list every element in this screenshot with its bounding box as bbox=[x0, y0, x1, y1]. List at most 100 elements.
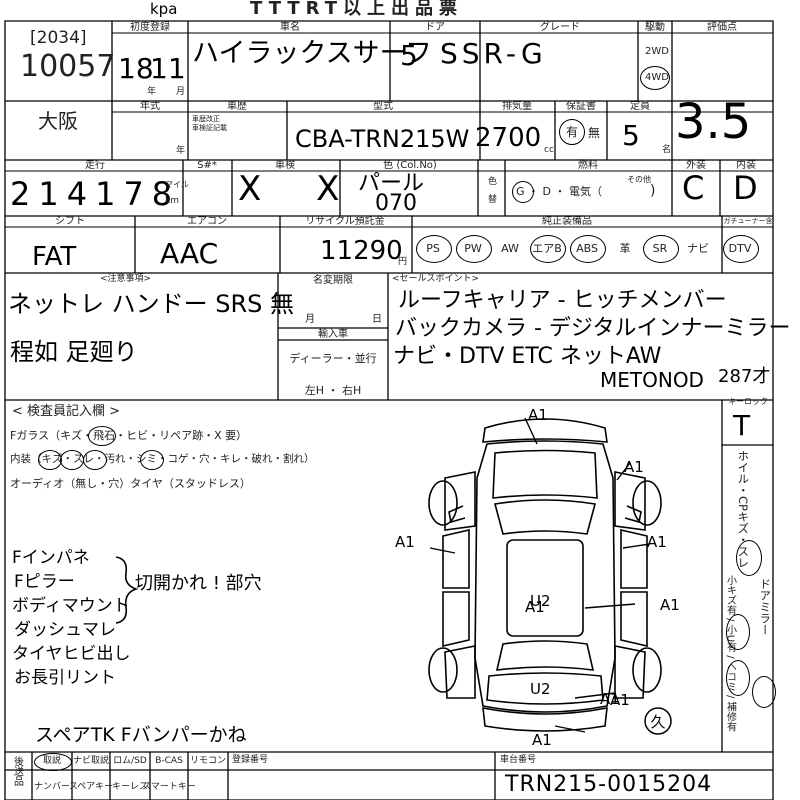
fuel-other: その他 bbox=[627, 175, 651, 184]
side-damage-text: ホイル・CPキズ・スレ bbox=[736, 450, 751, 569]
u-mark-circle bbox=[726, 660, 750, 696]
fuel-close-paren: ) bbox=[650, 183, 656, 199]
sales-line-4: METONOD bbox=[600, 368, 704, 392]
sheet-title: TTTRT以上出品票 bbox=[250, 0, 463, 19]
accessory-item: スペアキー bbox=[68, 782, 114, 792]
accessory-item: B-CAS bbox=[155, 756, 183, 766]
inspection-date: X X bbox=[238, 169, 362, 209]
label-s-mark: S#* bbox=[197, 160, 217, 171]
manual-circle bbox=[34, 753, 72, 771]
label-mileage: 走行 bbox=[85, 160, 105, 171]
fuel-options: G ・ D ・ 電気（ bbox=[516, 185, 602, 198]
wear-circle bbox=[736, 540, 762, 576]
equipment-circle bbox=[530, 235, 566, 263]
label-capacity: 定員 bbox=[630, 101, 650, 112]
mileage: 214178 bbox=[10, 175, 181, 213]
damage-mark: A1 bbox=[525, 598, 545, 616]
key-status: T bbox=[733, 409, 751, 442]
dent-legend: 小キズ有 / 小U有 / ヘコミ / 補修有 bbox=[724, 575, 736, 732]
inspector-note-line: タイヤヒビ出し bbox=[12, 644, 131, 664]
label-key: キーロック bbox=[728, 397, 768, 406]
damage-mark: U2 bbox=[530, 592, 551, 610]
accessory-item: キーレス bbox=[111, 782, 149, 792]
corner-note: kpa bbox=[150, 0, 178, 18]
currency-unit: 円 bbox=[398, 257, 408, 267]
damage-mark: U2 bbox=[530, 680, 551, 698]
int-wear-circle bbox=[60, 450, 84, 470]
inspector-note-line: お長引リント bbox=[14, 668, 116, 688]
caution-line-1: ネットレ ハンドー SRS 無 bbox=[8, 290, 295, 318]
accessory-item: スマートキー bbox=[142, 782, 196, 792]
color-code: 070 bbox=[375, 191, 417, 216]
air-con: AAC bbox=[160, 237, 219, 270]
damage-mark: A1 bbox=[532, 731, 552, 749]
handle-side: 左H ・ 右H bbox=[304, 384, 362, 397]
equipment-item: 革 bbox=[619, 242, 631, 255]
damage-mark: A1 bbox=[600, 690, 620, 708]
warranty-yes-circle bbox=[559, 119, 585, 145]
car-name: ハイラックスサーフ bbox=[192, 38, 433, 69]
car-diagram bbox=[425, 408, 665, 748]
label-chassis-no: 車台番号 bbox=[500, 755, 537, 765]
glass-condition: Fガラス（キズ・飛石・ヒビ・リペア跡・X 要） bbox=[10, 429, 248, 442]
accessory-item: ロム/SD bbox=[113, 756, 147, 766]
label-recycle: リサイクル預託金 bbox=[305, 216, 385, 227]
label-color: 色 (Col.No) bbox=[383, 160, 437, 171]
inspector-stamp: 久 bbox=[642, 705, 674, 737]
mileage-unit-km: km bbox=[165, 196, 179, 206]
equipment-circle bbox=[570, 235, 606, 263]
dealer-parallel: ディーラー・並行 bbox=[289, 352, 377, 365]
label-chassis-sub: 車歴改正 車検証記載 bbox=[192, 115, 227, 133]
label-warranty: 保証書 bbox=[566, 101, 596, 112]
door-mirror-text: ドアミラー bbox=[758, 578, 773, 636]
chassis-number: TRN215-0015204 bbox=[505, 772, 713, 797]
lot-number: 10057 bbox=[20, 49, 116, 84]
label-storage: 後送品 bbox=[11, 756, 23, 786]
sales-line-3: ナビ・DTV ETC ネットAW bbox=[393, 344, 662, 369]
first-reg-month: 11 bbox=[150, 52, 186, 85]
cc-unit: cc bbox=[544, 145, 554, 155]
label-register-no: 登録番号 bbox=[232, 755, 269, 765]
damage-mark: A1 bbox=[395, 533, 415, 551]
color-name: パール bbox=[358, 171, 425, 196]
equipment-circle bbox=[723, 235, 759, 263]
color-change-top: 色 bbox=[488, 177, 498, 187]
label-ac: エアコン bbox=[187, 216, 227, 227]
damage-mark: A1 bbox=[528, 406, 548, 424]
svg-text:久: 久 bbox=[650, 713, 665, 731]
label-year-row2: 年 bbox=[176, 146, 186, 156]
grade: SSR-G bbox=[440, 37, 547, 70]
fuel-g-circle bbox=[512, 181, 534, 203]
label-tuner: ガチューナー含 bbox=[723, 217, 773, 225]
int-scratch-circle bbox=[38, 450, 62, 470]
label-shift: シフト bbox=[55, 216, 85, 227]
label-model: 型式 bbox=[373, 101, 393, 112]
scratch-circle bbox=[726, 614, 750, 650]
label-exterior: 外装 bbox=[686, 160, 706, 171]
damage-mark: A1 bbox=[660, 596, 680, 614]
label-drive: 駆動 bbox=[645, 22, 665, 33]
first-reg-year: 18 bbox=[118, 52, 154, 85]
recycle-fee: 11290 bbox=[320, 236, 403, 266]
shift: FAT bbox=[32, 242, 77, 272]
color-change-bottom: 替 bbox=[488, 195, 498, 205]
bracket-mark bbox=[112, 555, 142, 625]
label-car-name: 車名 bbox=[280, 22, 300, 33]
inspector-note-line: ボディマウント bbox=[12, 596, 130, 616]
sales-line-1: ルーフキャリア - ヒッチメンバー bbox=[398, 288, 727, 313]
interior-grade: D bbox=[733, 169, 758, 207]
label-day-field: 日 bbox=[372, 314, 382, 325]
exterior-grade: C bbox=[682, 169, 705, 207]
label-import: 輸入車 bbox=[318, 329, 348, 340]
label-displacement: 排気量 bbox=[502, 101, 532, 112]
mileage-unit-mile: マイル bbox=[165, 180, 189, 189]
damage-mark: A1 bbox=[624, 458, 644, 476]
equipment-circle bbox=[456, 235, 492, 263]
region: 大阪 bbox=[38, 109, 78, 133]
label-interior: 内装 bbox=[736, 160, 756, 171]
door-count: 5 bbox=[400, 39, 418, 72]
label-chassis-history: 車歴 bbox=[227, 101, 247, 112]
inspector-bracket-note: 切開かれ ! 部穴 bbox=[135, 573, 262, 594]
